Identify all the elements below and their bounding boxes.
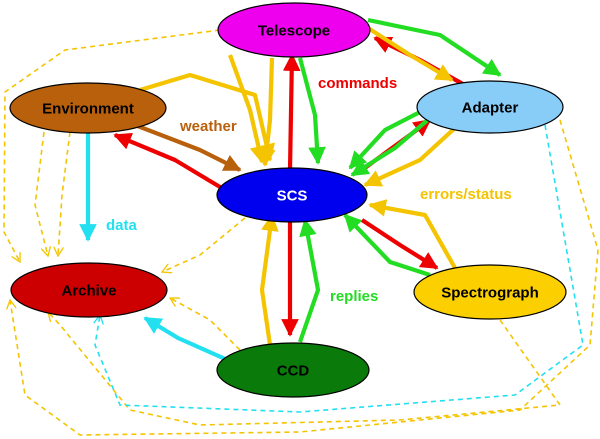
dashed-telescope-archive bbox=[3, 29, 221, 262]
node-archive[interactable]: Archive bbox=[10, 262, 168, 318]
dashed-adapter-archive bbox=[10, 119, 599, 436]
arrow-scs-environment-commands bbox=[113, 132, 227, 192]
adapter-ellipse bbox=[416, 80, 564, 134]
arrow-ccd-archive-data bbox=[143, 316, 233, 364]
node-scs[interactable]: SCS bbox=[216, 167, 368, 223]
spectrograph-ellipse bbox=[413, 264, 567, 320]
environment-label: Environment bbox=[42, 101, 134, 118]
arrow-adapter-scs-replies-2 bbox=[350, 116, 432, 177]
weather-label: weather bbox=[179, 118, 237, 135]
arrow-spectrograph-scs-replies bbox=[343, 213, 431, 277]
data-label: data bbox=[106, 217, 138, 234]
node-ccd[interactable]: CCD bbox=[216, 342, 370, 398]
dashed-links bbox=[3, 29, 599, 436]
arrow-telescope-adapter-status bbox=[366, 26, 454, 82]
telescope-label: Telescope bbox=[258, 23, 330, 40]
archive-label: Archive bbox=[61, 283, 116, 300]
solid-links bbox=[79, 17, 502, 364]
arrow-adapter-scs-status bbox=[363, 126, 457, 187]
errors-status-label: errors/status bbox=[420, 186, 512, 203]
scs-ellipse bbox=[216, 167, 368, 223]
arrow-ccd-scs-replies bbox=[298, 218, 321, 343]
node-spectrograph[interactable]: Spectrograph bbox=[413, 264, 567, 320]
dashed-scs-archive bbox=[162, 217, 246, 272]
arrow-telescope-adapter-replies bbox=[367, 17, 502, 77]
environment-ellipse bbox=[9, 82, 167, 134]
node-telescope[interactable]: Telescope bbox=[217, 2, 371, 58]
arrow-telescope-scs-replies bbox=[297, 57, 326, 165]
node-adapter[interactable]: Adapter bbox=[416, 80, 564, 134]
arrow-spectrograph-scs-status bbox=[368, 199, 457, 270]
adapter-label: Adapter bbox=[462, 100, 519, 117]
archive-ellipse bbox=[10, 262, 168, 318]
spectrograph-label: Spectrograph bbox=[441, 285, 539, 302]
dashed-environment-archive bbox=[34, 131, 48, 256]
arrow-scs-spectrograph-commands bbox=[360, 218, 439, 270]
arrow-ccd-scs-status bbox=[259, 213, 279, 346]
arrow-adapter-scs-replies bbox=[348, 110, 421, 170]
dashed-ccd-archive bbox=[170, 297, 241, 351]
replies-label: replies bbox=[330, 288, 378, 305]
arrow-environment-scs-status bbox=[139, 72, 276, 162]
scs-label: SCS bbox=[277, 188, 308, 205]
ccd-ellipse bbox=[216, 342, 370, 398]
arrow-scs-telescope-commands bbox=[282, 53, 301, 171]
node-environment[interactable]: Environment bbox=[9, 82, 167, 134]
dashed-environment-archive-2 bbox=[58, 131, 71, 256]
arrow-environment-scs-weather bbox=[134, 123, 242, 172]
commands-label: commands bbox=[318, 75, 397, 92]
dashed-adapter-archive-cyan bbox=[95, 124, 584, 413]
telescope-ellipse bbox=[217, 2, 371, 58]
ccd-label: CCD bbox=[277, 363, 310, 380]
